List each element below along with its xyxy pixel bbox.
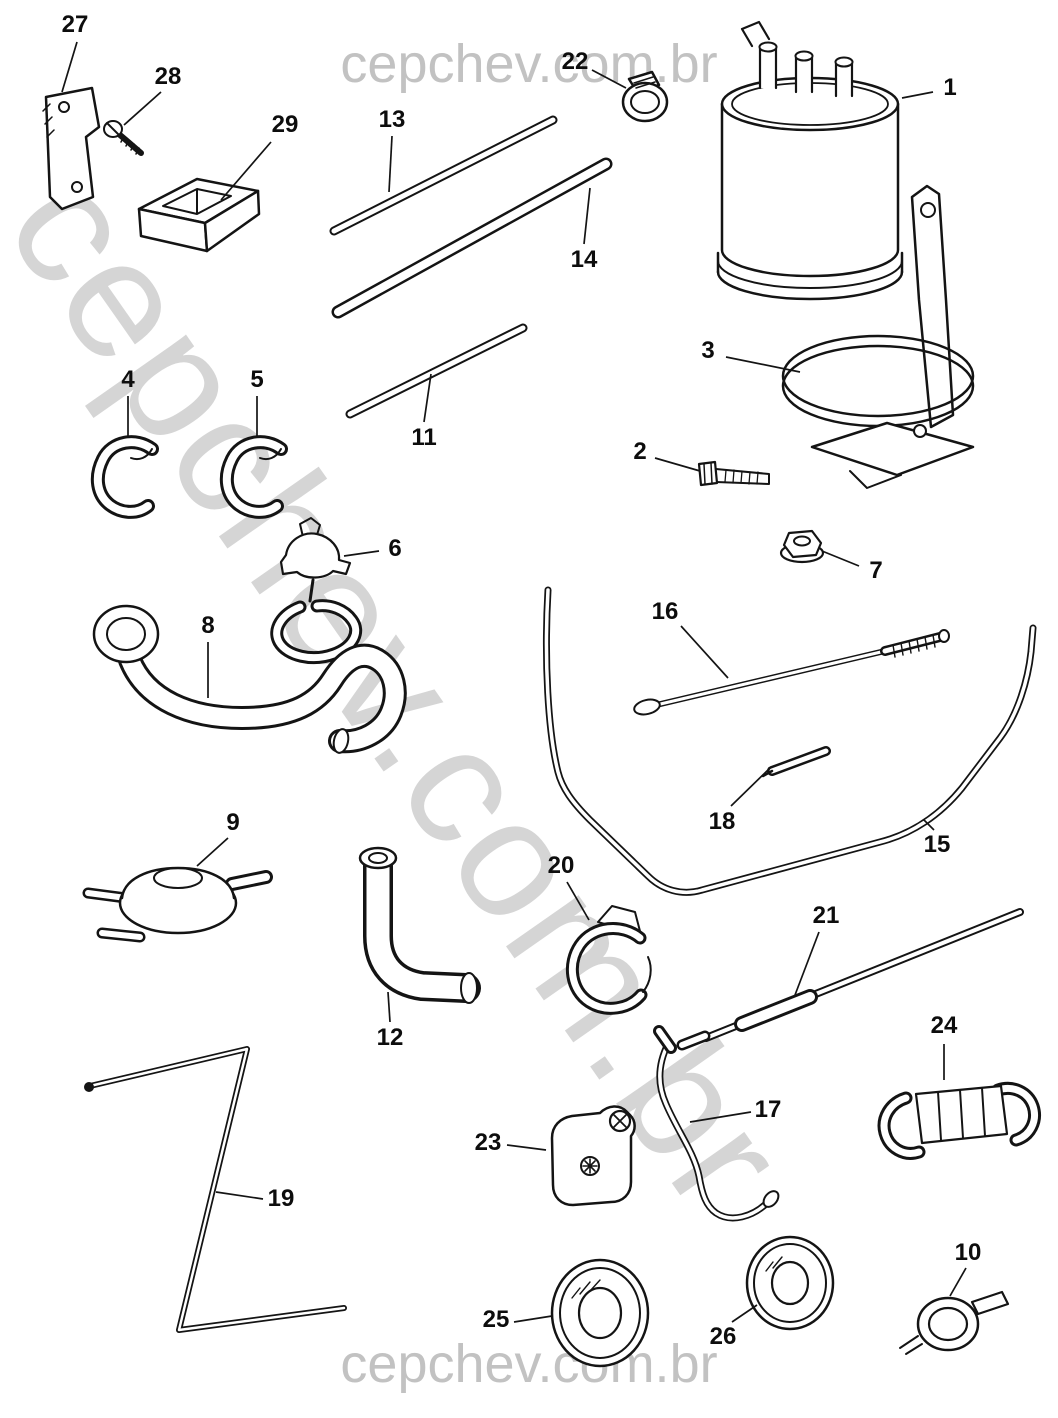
callout-19: 19 [267,1185,295,1212]
part-20-clip [565,905,652,1015]
callout-13: 13 [378,106,406,133]
watermark-bottom: cepchev.com.br [340,1334,718,1394]
part-25-grommet [550,1258,650,1368]
part-29-bracket-clip [137,177,261,253]
part-21-tube [676,908,1024,1051]
part-27-bracket [42,86,101,211]
part-2-bolt [697,460,770,487]
part-26-grommet [745,1235,835,1331]
part-24-double-clip [877,1081,1041,1160]
callout-4: 4 [121,366,135,393]
callout-7: 7 [869,557,883,584]
callout-15: 15 [923,831,951,858]
part-15-pipe [542,586,1037,896]
callout-8: 8 [201,612,215,639]
callout-17: 17 [754,1096,782,1123]
callout-16: 16 [651,598,679,625]
part-10-clamp [899,1290,1010,1355]
callout-14: 14 [570,246,598,273]
part-17-tube [653,1025,780,1222]
callout-11: 11 [411,424,437,451]
part-23-clamp-block [550,1105,636,1207]
part-6-clamp [270,517,363,665]
part-9-valve [82,866,273,943]
callout-6: 6 [388,535,402,562]
callout-28: 28 [154,63,182,90]
callout-5: 5 [250,366,264,393]
callout-24: 24 [930,1012,958,1039]
part-3-bracket-strap [781,184,975,489]
callout-26: 26 [709,1323,737,1350]
leader-lines [61,41,967,1323]
part-14-tube [331,157,613,319]
callout-3: 3 [701,337,715,364]
callout-23: 23 [474,1129,502,1156]
callout-2: 2 [633,438,647,465]
part-12-elbow-hose [358,846,481,1004]
callout-27: 27 [61,11,89,38]
callout-18: 18 [708,808,736,835]
part-1-canister [716,20,904,301]
part-7-nut [779,529,825,564]
part-8-hose [92,604,407,754]
part-28-screw [103,120,144,156]
callout-21: 21 [812,902,840,929]
part-4-clip [90,435,159,519]
part-5-clip [219,435,288,519]
callout-22: 22 [561,48,589,75]
part-13-tube [329,115,558,236]
part-16-cable [633,629,950,716]
part-18-pin [761,746,831,778]
part-22-hose-clamp [621,70,669,123]
callout-12: 12 [376,1024,404,1051]
callout-29: 29 [271,111,299,138]
callout-9: 9 [226,809,240,836]
callout-10: 10 [954,1239,982,1266]
part-11-tube [345,323,528,419]
callout-25: 25 [482,1306,510,1333]
part-19-rod [84,1046,347,1333]
callout-20: 20 [547,852,575,879]
callout-1: 1 [943,74,957,101]
